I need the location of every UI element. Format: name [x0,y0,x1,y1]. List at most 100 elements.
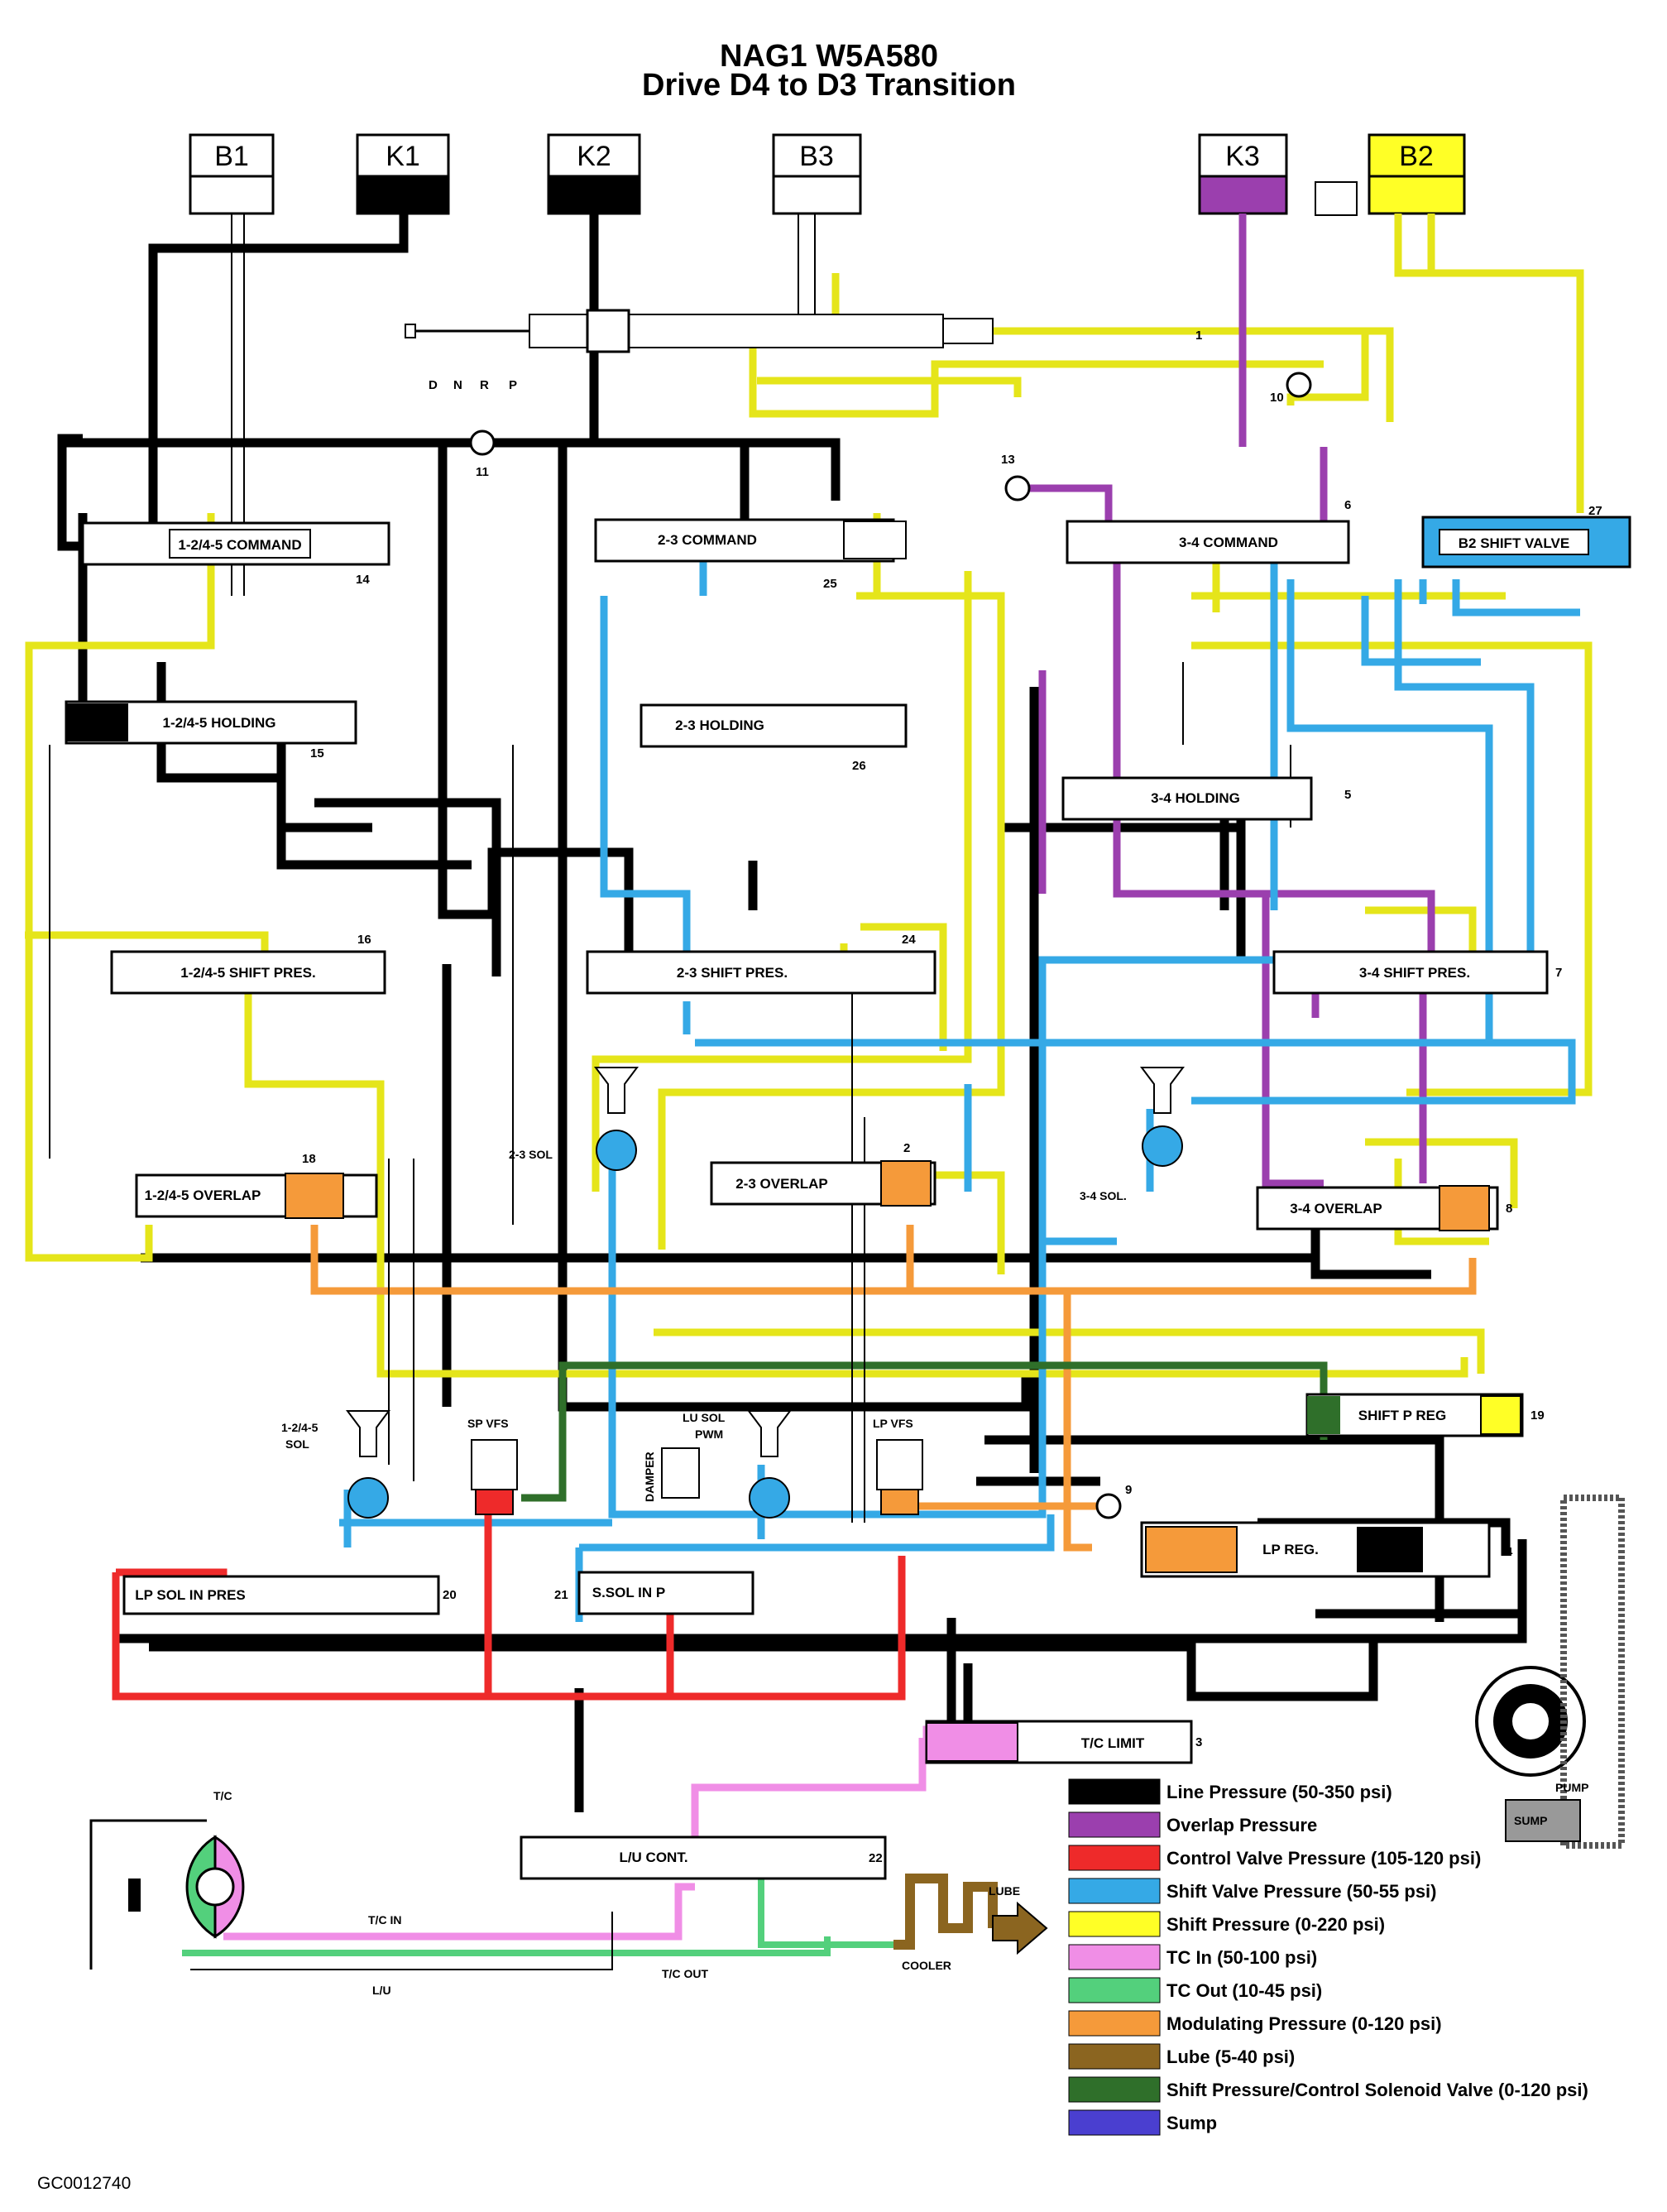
manual-valve-position-r: R [480,378,489,392]
legend-item-shift-valve-pressure: Shift Valve Pressure (50-55 psi) [1068,1878,1437,1904]
sump: SUMP [1505,1799,1581,1842]
legend-swatch-lube [1068,2043,1161,2070]
unit-k3-label: K3 [1225,141,1260,172]
valve-2-3-shift-pres[interactable]: 2-3 SHIFT PRES. 24 [586,933,936,995]
valve-s-sol-in-p-number: 21 [554,1588,568,1602]
solenoid-2-3[interactable]: 2-3 SOL [509,1067,639,1171]
valve-tc-limit[interactable]: T/C LIMIT 3 [925,1720,1202,1764]
valve-3-4-shift-pres-label: 3-4 SHIFT PRES. [1359,965,1470,981]
valve-3-4-holding[interactable]: 3-4 HOLDING 5 [1061,776,1351,821]
unit-b3: B3 [772,133,862,215]
legend-label-control-valve-pressure: Control Valve Pressure (105-120 psi) [1166,1848,1481,1869]
valve-lp-sol-in-pres[interactable]: LP SOL IN PRES 20 [122,1575,457,1615]
valve-tc-limit-number: 3 [1195,1735,1202,1749]
shift-pressure-passages [25,214,1593,1378]
unit-k1: K1 [356,133,450,215]
legend-swatch-shift-pressure-control-solenoid [1068,2076,1161,2103]
sump-label: SUMP [1514,1814,1547,1827]
legend-label-shift-pressure-control-solenoid: Shift Pressure/Control Solenoid Valve (0… [1166,2080,1588,2100]
unit-k2-label: K2 [577,141,611,172]
check-ball-13-number: 13 [1001,453,1015,467]
valve-3-4-holding-number: 5 [1344,788,1351,802]
valve-lu-cont-number: 22 [869,1851,883,1865]
modulating-pressure-passages [310,1225,1477,1552]
check-ball-11 [469,429,496,456]
legend-swatch-tc-out [1068,1977,1161,2003]
cooler-label: COOLER [902,1959,951,1972]
pump: PUMP [1475,1495,1625,1849]
valve-3-4-overlap[interactable]: 3-4 OVERLAP 8 [1256,1185,1512,1231]
valve-2-3-holding-number: 26 [852,759,866,773]
legend-label-lube: Lube (5-40 psi) [1166,2046,1295,2067]
tc-in-label: T/C IN [368,1913,401,1927]
unit-b2-label: B2 [1399,141,1434,172]
legend-label-modulating-pressure: Modulating Pressure (0-120 psi) [1166,2013,1442,2034]
lube-passages [893,1874,998,1950]
legend-label-overlap-pressure: Overlap Pressure [1166,1815,1317,1835]
valve-lp-reg[interactable]: LP REG. 4 [1140,1521,1513,1578]
solenoid-3-4[interactable]: 3-4 SOL. [1080,1067,1185,1202]
valve-2-3-command[interactable]: 2-3 COMMAND 25 [594,518,907,591]
legend-item-line-pressure: Line Pressure (50-350 psi) [1068,1778,1392,1805]
valve-1-2-4-5-overlap-number: 18 [302,1152,316,1166]
valve-s-sol-in-p[interactable]: S.SOL IN P 21 [554,1571,754,1615]
diagram-title-line-2: Drive D4 to D3 Transition [642,68,1016,103]
valve-1-2-4-5-holding-label: 1-2/4-5 HOLDING [163,715,276,731]
solenoid-sp-vfs[interactable]: SP VFS [467,1417,518,1515]
check-ball-10 [1286,372,1312,398]
valve-2-3-overlap-number: 2 [903,1141,910,1155]
valve-lp-reg-label: LP REG. [1262,1542,1319,1557]
valve-1-2-4-5-overlap[interactable]: 1-2/4-5 OVERLAP 18 [135,1152,378,1219]
solenoid-lu-sol-label-line-2: PWM [695,1427,723,1441]
legend-item-shift-pressure: Shift Pressure (0-220 psi) [1068,1911,1385,1937]
valve-3-4-command[interactable]: 3-4 COMMAND 6 [1066,498,1351,564]
unit-b1: B1 [189,133,275,215]
unit-k3: K3 [1198,133,1288,215]
valve-lp-sol-in-pres-number: 20 [443,1588,457,1602]
damper: DAMPER [643,1447,700,1502]
valve-lu-cont[interactable]: L/U CONT. 22 [520,1835,887,1880]
legend-swatch-shift-valve-pressure [1068,1878,1161,1904]
unit-b1-label: B1 [214,141,249,172]
legend: Line Pressure (50-350 psi) Overlap Press… [1068,1778,1588,2136]
valve-2-3-overlap[interactable]: 2-3 OVERLAP 2 [710,1141,936,1207]
valve-1-2-4-5-command[interactable]: 1-2/4-5 COMMAND 14 [81,521,390,587]
figure-code: GC0012740 [37,2174,131,2193]
legend-label-shift-pressure: Shift Pressure (0-220 psi) [1166,1914,1385,1935]
valve-b2-shift[interactable]: B2 SHIFT VALVE 27 [1421,504,1631,569]
solenoid-3-4-label: 3-4 SOL. [1080,1189,1127,1202]
solenoid-1-2-4-5-label-line-1: 1-2/4-5 [281,1421,319,1434]
solenoid-1-2-4-5[interactable]: 1-2/4-5 SOL [281,1410,390,1519]
line-pressure-passages [57,214,1527,1812]
legend-swatch-overlap-pressure [1068,1811,1161,1838]
legend-swatch-line-pressure [1068,1778,1161,1805]
valve-2-3-holding[interactable]: 2-3 HOLDING 26 [639,703,908,773]
check-ball-11-number: 11 [476,465,489,479]
unit-k1-label: K1 [386,141,420,172]
pump-label: PUMP [1555,1781,1588,1794]
manual-valve-position-p: P [509,378,517,392]
legend-item-tc-out: TC Out (10-45 psi) [1068,1977,1322,2003]
valve-2-3-holding-label: 2-3 HOLDING [675,717,764,733]
tc-out-passages [182,1862,893,1956]
valve-b2-shift-label: B2 SHIFT VALVE [1459,535,1569,551]
valve-1-2-4-5-overlap-label: 1-2/4-5 OVERLAP [145,1188,261,1203]
valve-3-4-holding-label: 3-4 HOLDING [1151,790,1240,806]
manual-valve-position-n: N [453,378,462,392]
solenoid-lu-sol-pwm[interactable]: LU SOL PWM [683,1410,792,1519]
manual-valve[interactable]: D N R P 1 10 [405,309,1312,405]
lube-label: LUBE [989,1884,1020,1898]
valve-1-2-4-5-shift-pres[interactable]: 1-2/4-5 SHIFT PRES. 16 [110,933,386,995]
legend-swatch-shift-pressure [1068,1911,1161,1937]
valve-shift-p-reg[interactable]: SHIFT P REG 19 [1305,1393,1545,1437]
diagram-title-line-1: NAG1 W5A580 [720,39,938,74]
legend-swatch-modulating-pressure [1068,2010,1161,2037]
legend-label-tc-out: TC Out (10-45 psi) [1166,1980,1322,2001]
solenoid-lp-vfs[interactable]: LP VFS [873,1417,923,1515]
valve-3-4-shift-pres[interactable]: 3-4 SHIFT PRES. 7 [1272,950,1562,995]
valve-3-4-overlap-label: 3-4 OVERLAP [1290,1201,1382,1216]
shift-solenoid-control-passages [521,1361,1328,1502]
manual-valve-number: 1 [1195,329,1202,343]
valve-1-2-4-5-holding[interactable]: 1-2/4-5 HOLDING 15 [65,700,357,761]
tc-out-label: T/C OUT [662,1967,708,1980]
